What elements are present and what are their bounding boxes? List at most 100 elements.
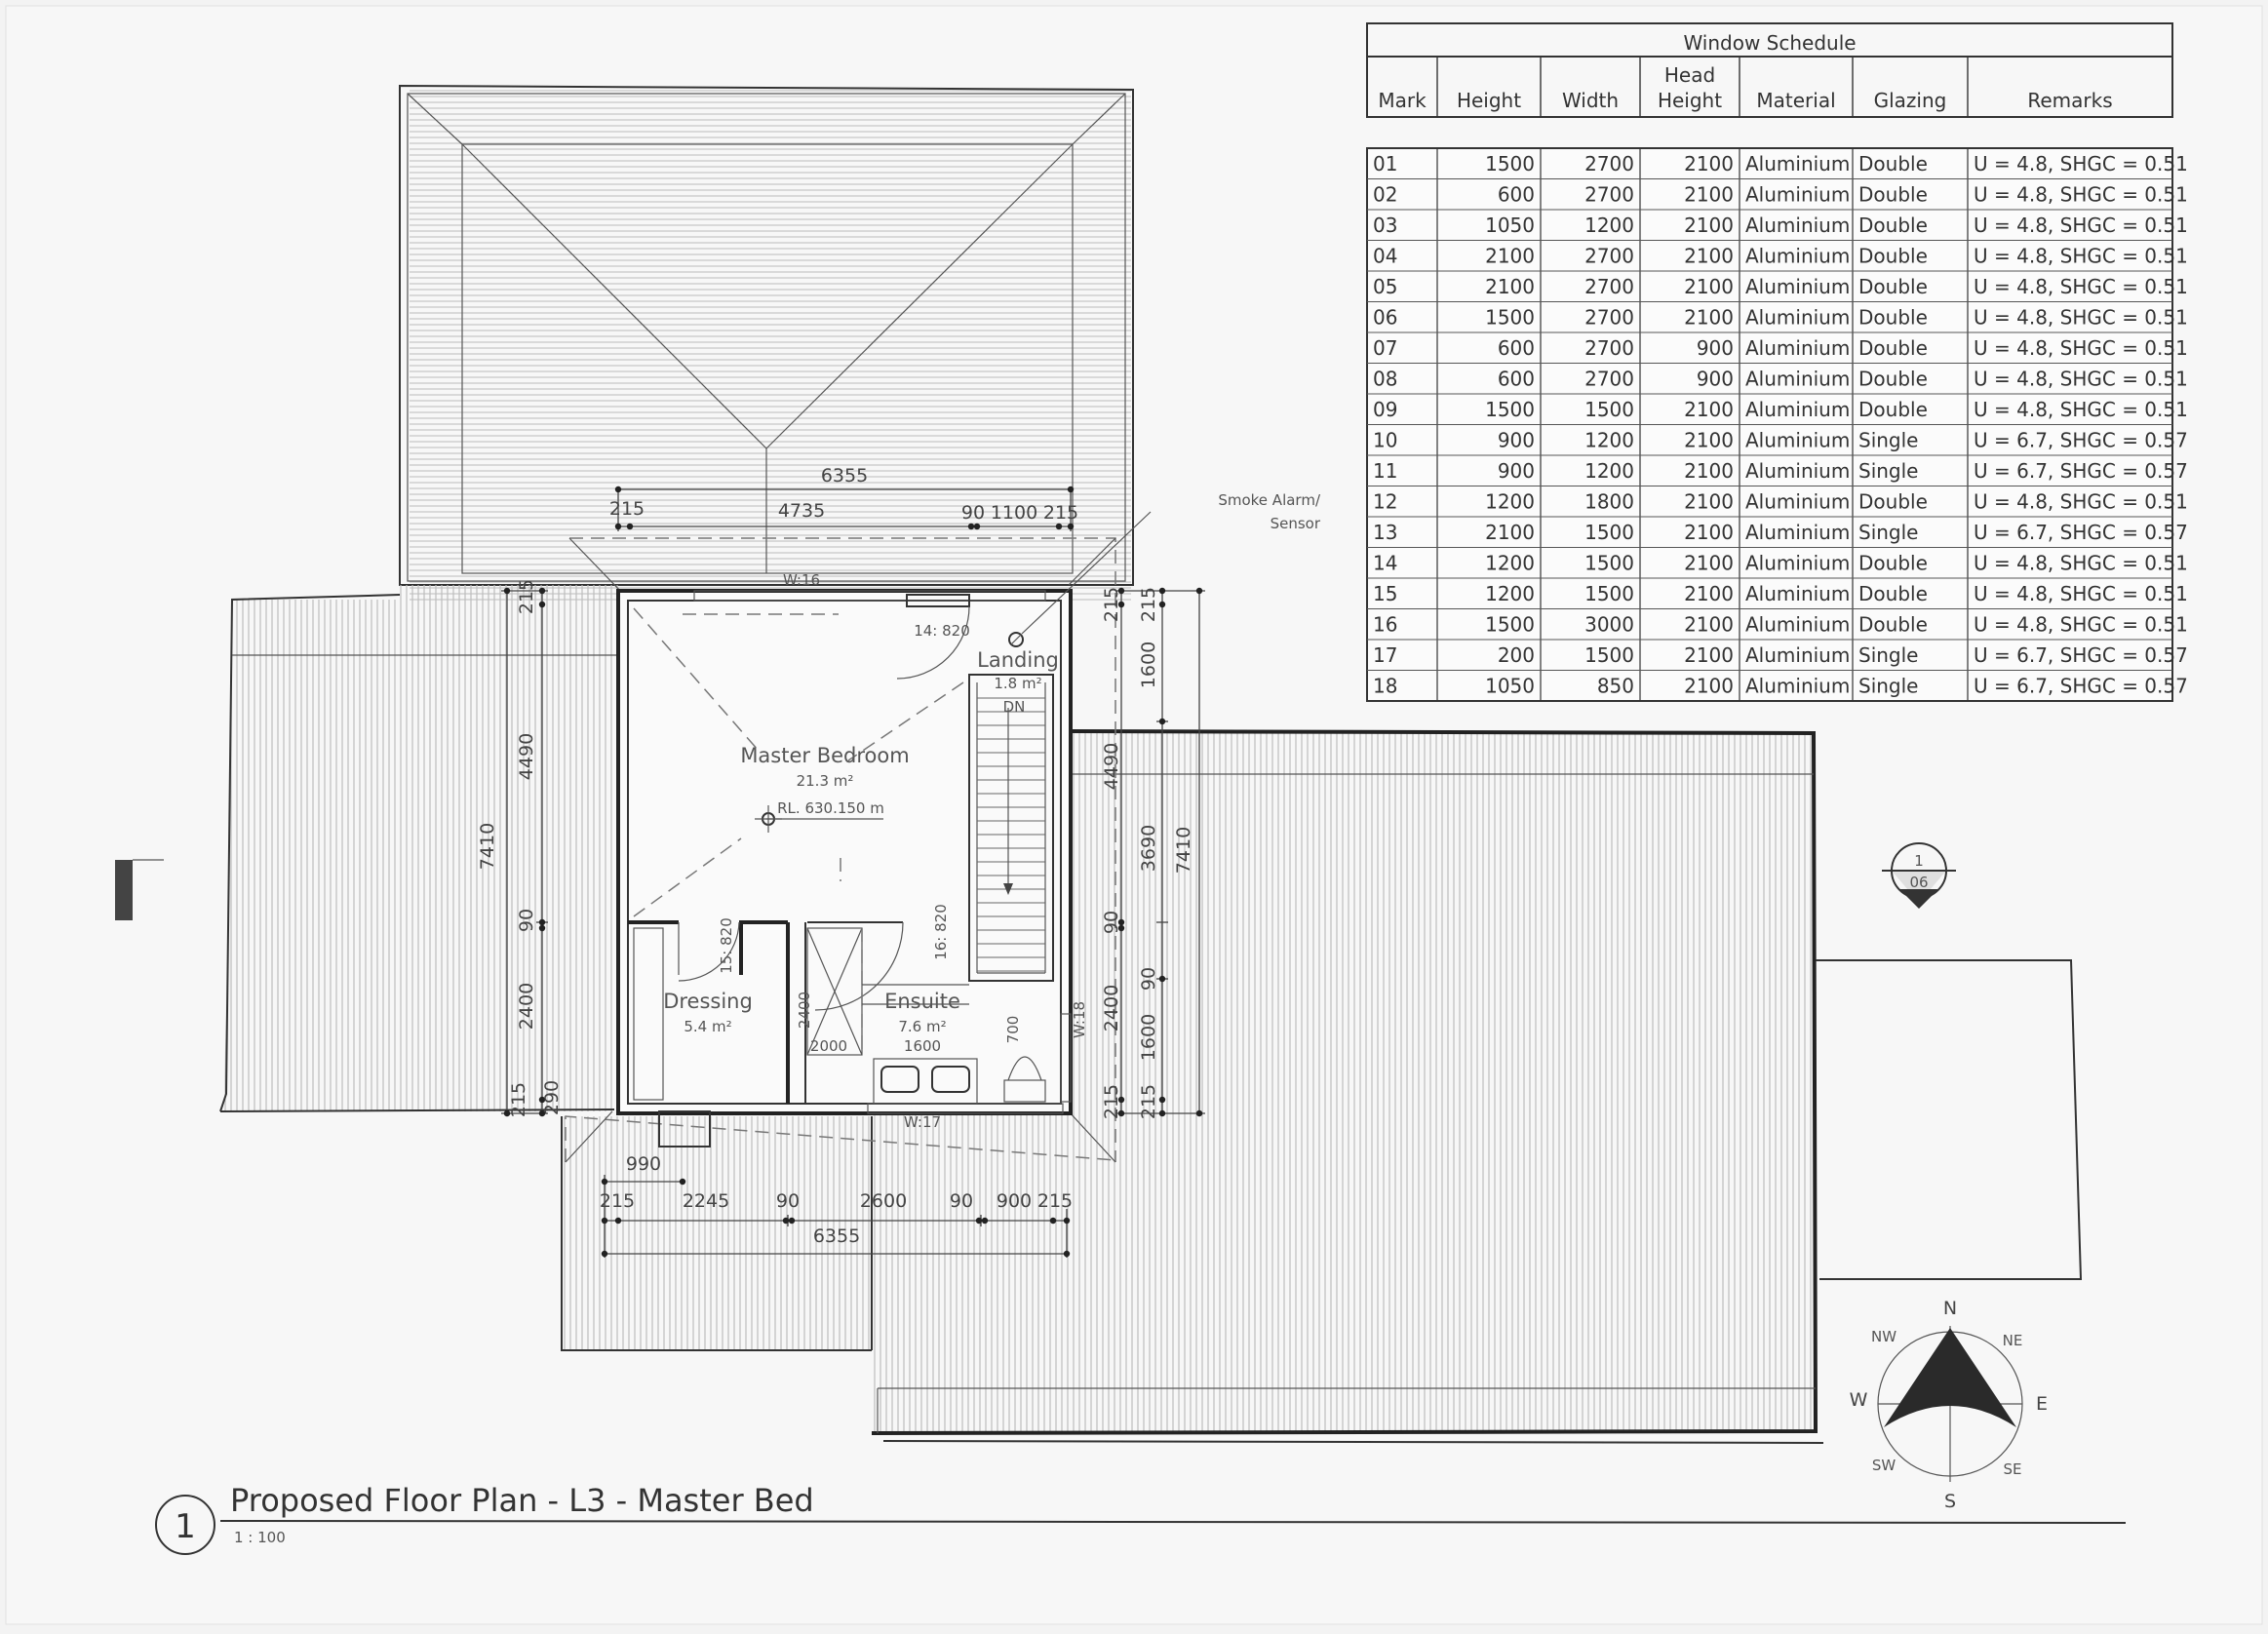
- section-marker-sheet: 06: [1909, 874, 1928, 891]
- dimension-tick: [1117, 587, 1125, 595]
- schedule-cell: 2100: [1684, 521, 1734, 544]
- schedule-cell: Single: [1858, 643, 1918, 667]
- dimension-tick: [1117, 1096, 1125, 1104]
- dim-top-1100: 1100: [991, 502, 1037, 524]
- schedule-cell: Aluminium: [1745, 368, 1850, 391]
- schedule-header-cell: Height: [1658, 89, 1722, 112]
- dimension-tick: [1158, 1096, 1166, 1104]
- schedule-cell: Aluminium: [1745, 521, 1850, 544]
- dimension-tick: [614, 523, 622, 530]
- schedule-cell: 02: [1373, 183, 1397, 207]
- schedule-cell: 2100: [1684, 490, 1734, 514]
- schedule-cell: 15: [1373, 582, 1397, 605]
- dimension-tick: [1158, 975, 1166, 983]
- schedule-cell: 2100: [1684, 398, 1734, 421]
- schedule-cell: Double: [1858, 214, 1928, 237]
- schedule-cell: U = 6.7, SHGC = 0.57: [1974, 459, 2188, 483]
- schedule-cell: 1200: [1584, 429, 1634, 452]
- dimension-tick: [601, 1250, 608, 1258]
- schedule-cell: 11: [1373, 459, 1397, 483]
- schedule-cell: Aluminium: [1745, 183, 1850, 207]
- dim-bottom-215-left: 215: [600, 1190, 635, 1212]
- schedule-cell: Double: [1858, 275, 1928, 298]
- view-title-block: 1 Proposed Floor Plan - L3 - Master Bed …: [155, 1482, 2127, 1555]
- dimension-tick: [1055, 523, 1063, 530]
- dimension-tick: [1117, 601, 1125, 608]
- main-right-roof: [871, 729, 2083, 1444]
- schedule-cell: 1500: [1485, 152, 1535, 175]
- schedule-cell: U = 4.8, SHGC = 0.51: [1974, 152, 2188, 175]
- schedule-header-cell: Height: [1457, 89, 1521, 112]
- dimension-tick: [1195, 1109, 1203, 1117]
- dim-right-90-b: 90: [1138, 967, 1159, 991]
- schedule-cell: 1500: [1584, 521, 1634, 544]
- room-area-ensuite: 7.6 m²: [898, 1018, 946, 1035]
- stair-treads: [977, 697, 1045, 972]
- dim-top-90: 90: [961, 502, 985, 524]
- compass-e: E: [2036, 1393, 2048, 1415]
- wc-width-label: 700: [1004, 1016, 1022, 1044]
- dimension-tick: [1067, 486, 1075, 493]
- schedule-cell: Double: [1858, 336, 1928, 360]
- dim-right-215-d: 215: [1138, 1084, 1159, 1119]
- schedule-cell: 2100: [1684, 613, 1734, 637]
- schedule-cell: 2100: [1684, 552, 1734, 575]
- compass-w: W: [1850, 1389, 1868, 1411]
- schedule-cell: 18: [1373, 675, 1397, 698]
- schedule-cell: U = 4.8, SHGC = 0.51: [1974, 613, 2188, 637]
- schedule-cell: Aluminium: [1745, 643, 1850, 667]
- schedule-cell: 2100: [1684, 582, 1734, 605]
- schedule-cell: 12: [1373, 490, 1397, 514]
- schedule-cell: Aluminium: [1745, 336, 1850, 360]
- schedule-cell: 2100: [1684, 306, 1734, 330]
- dimension-tick: [1063, 1250, 1071, 1258]
- schedule-cell: Aluminium: [1745, 582, 1850, 605]
- schedule-cell: 2700: [1584, 306, 1634, 330]
- room-name-ensuite: Ensuite: [884, 990, 960, 1013]
- schedule-cell: 2700: [1584, 183, 1634, 207]
- dim-bottom-2245: 2245: [683, 1190, 729, 1212]
- schedule-cell: 17: [1373, 643, 1397, 667]
- dimension-tick: [538, 918, 546, 926]
- dimension-tick: [614, 486, 622, 493]
- dim-bottom-90-b: 90: [950, 1190, 973, 1212]
- schedule-title: Window Schedule: [1683, 31, 1856, 55]
- dimension-tick: [1195, 587, 1203, 595]
- dimension-tick: [1117, 1109, 1125, 1117]
- dim-bottom-990: 990: [626, 1153, 661, 1175]
- schedule-cell: Aluminium: [1745, 152, 1850, 175]
- dimension-tick: [782, 1217, 790, 1225]
- dimension-tick: [1117, 924, 1125, 932]
- schedule-header-cell: Remarks: [2027, 89, 2112, 112]
- schedule-cell: U = 4.8, SHGC = 0.51: [1974, 214, 2188, 237]
- schedule-cell: Double: [1858, 152, 1928, 175]
- schedule-cell: 2100: [1684, 214, 1734, 237]
- schedule-cell: 2700: [1584, 368, 1634, 391]
- room-area-dressing: 5.4 m²: [684, 1018, 731, 1035]
- room-area-landing: 1.8 m²: [994, 675, 1041, 692]
- roof-outline-lower: [565, 1115, 1116, 1162]
- schedule-cell: Double: [1858, 245, 1928, 268]
- schedule-cell: U = 4.8, SHGC = 0.51: [1974, 306, 2188, 330]
- schedule-cell: U = 4.8, SHGC = 0.51: [1974, 275, 2188, 298]
- schedule-cell: 600: [1498, 336, 1535, 360]
- schedule-cell: U = 4.8, SHGC = 0.51: [1974, 582, 2188, 605]
- dimension-lines: [501, 487, 1205, 1258]
- smoke-alarm-symbol: [1008, 632, 1024, 647]
- door-tag-14: 14: 820: [914, 622, 970, 640]
- schedule-header-cell: Material: [1756, 89, 1835, 112]
- schedule-cell: Aluminium: [1745, 429, 1850, 452]
- dim-left-4490: 4490: [516, 733, 537, 780]
- schedule-cell: Double: [1858, 613, 1928, 637]
- dim-bottom-2600: 2600: [860, 1190, 907, 1212]
- view-number: 1: [175, 1507, 196, 1546]
- schedule-cell: Single: [1858, 429, 1918, 452]
- left-roof-wing: [115, 585, 620, 1112]
- compass-nw: NW: [1871, 1328, 1897, 1345]
